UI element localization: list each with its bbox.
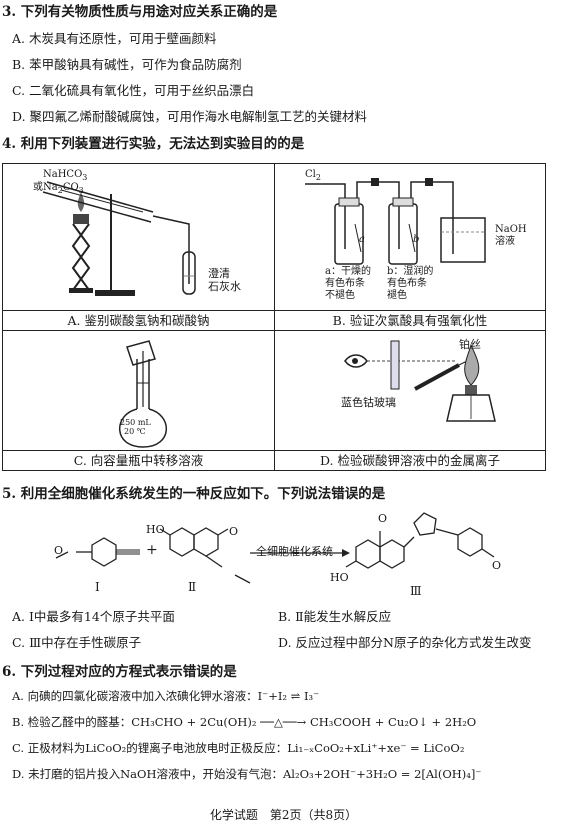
panel-b-caption: B. 验证次氯酸具有强氧化性 bbox=[275, 310, 545, 331]
label-compound-1: Ⅰ bbox=[95, 580, 100, 594]
note-b-3: 褪色 bbox=[387, 290, 407, 301]
r2-carbonyl-o: O bbox=[229, 525, 239, 538]
q3-option-b: B. 苯甲酸钠具有碱性，可作为食品防腐剂 bbox=[12, 57, 242, 72]
note-b-1: b：湿润的 bbox=[387, 266, 434, 277]
label-bottle-a: a bbox=[359, 234, 365, 245]
flask-label-temp: 20 ℃ bbox=[124, 427, 146, 436]
note-a-2: 有色布条 bbox=[325, 278, 365, 289]
panel-a: NaHCO3 或Na2CO3 澄清 石灰水 A. 鉴别碳酸氢钠和碳酸钠 bbox=[3, 164, 274, 330]
label-cl2: Cl2 bbox=[305, 169, 321, 182]
q6-option-d: D. 未打磨的铝片投入NaOH溶液中，开始没有气泡：Al₂O₃+2OH⁻+3H₂… bbox=[12, 767, 482, 781]
q5-option-d: D. 反应过程中部分N原子的杂化方式发生改变 bbox=[278, 635, 532, 650]
r1-methoxy-o: O bbox=[54, 544, 64, 557]
label-limewater-1: 澄清 bbox=[208, 267, 230, 280]
r2-hydroxy: HO bbox=[146, 523, 165, 536]
gas-bottles-drawing bbox=[305, 178, 486, 265]
label-na2co3: 或Na2CO3 bbox=[33, 182, 84, 195]
q4-stem: 4. 利用下列装置进行实验，无法达到实验目的的是 bbox=[2, 136, 305, 152]
label-bottle-b: b bbox=[413, 234, 420, 245]
panel-a-caption: A. 鉴别碳酸氢钠和碳酸钠 bbox=[3, 310, 274, 331]
q3-stem: 3. 下列有关物质性质与用途对应关系正确的是 bbox=[2, 4, 278, 20]
note-a-1: a：干燥的 bbox=[325, 266, 371, 277]
plus-sign: + bbox=[146, 542, 158, 558]
label-pt-wire: 铂丝 bbox=[459, 338, 481, 351]
panel-c: 250 mL 20 ℃ C. 向容量瓶中转移溶液 bbox=[3, 331, 274, 470]
label-compound-3: Ⅲ bbox=[410, 584, 422, 598]
flask-label-volume: 250 mL bbox=[120, 418, 151, 427]
note-a-3: 不褪色 bbox=[325, 290, 355, 301]
label-naoh-1: NaOH bbox=[495, 224, 527, 235]
label-limewater-2: 石灰水 bbox=[208, 280, 241, 293]
heating-apparatus-drawing bbox=[42, 181, 196, 296]
grid-divider-vertical bbox=[274, 164, 275, 470]
q5-option-a: A. Ⅰ中最多有14个原子共平面 bbox=[12, 609, 175, 624]
q6-stem: 6. 下列过程对应的方程式表示错误的是 bbox=[2, 664, 237, 680]
q6-option-c: C. 正极材料为LiCoO₂的锂离子电池放电时正极反应：Li₁₋ₓCoO₂+xL… bbox=[12, 741, 465, 755]
q5-option-c: C. Ⅲ中存在手性碳原子 bbox=[12, 635, 142, 650]
q3-option-a: A. 木炭具有还原性，可用于壁画颜料 bbox=[12, 31, 217, 46]
apparatus-grid: NaHCO3 或Na2CO3 澄清 石灰水 A. 鉴别碳酸氢钠和碳酸钠 bbox=[2, 163, 546, 471]
q3-option-d: D. 聚四氟乙烯耐酸碱腐蚀，可用作海水电解制氢工艺的关键材料 bbox=[12, 109, 368, 124]
flame-test-drawing bbox=[344, 340, 496, 422]
q6-option-a: A. 向碘的四氯化碳溶液中加入浓碘化钾水溶液：I⁻+I₂ ⇌ I₃⁻ bbox=[12, 689, 320, 703]
note-b-2: 有色布条 bbox=[387, 278, 427, 289]
q3-option-c: C. 二氧化硫具有氧化性，可用于丝织品漂白 bbox=[12, 83, 255, 98]
label-compound-2: Ⅱ bbox=[188, 580, 197, 594]
p-methoxy-o: O bbox=[492, 559, 502, 572]
p-hydroxy: HO bbox=[330, 571, 349, 584]
panel-c-caption: C. 向容量瓶中转移溶液 bbox=[3, 450, 274, 471]
label-nahco3: NaHCO3 bbox=[43, 169, 88, 182]
label-cobalt-glass: 蓝色钴玻璃 bbox=[341, 396, 396, 409]
label-naoh-2: 溶液 bbox=[495, 236, 515, 247]
q5-stem: 5. 利用全细胞催化系统发生的一种反应如下。下列说法错误的是 bbox=[2, 486, 386, 502]
p-carbonyl-o: O bbox=[378, 512, 388, 525]
q5-option-b: B. Ⅱ能发生水解反应 bbox=[278, 609, 392, 624]
panel-d-caption: D. 检验碳酸钾溶液中的金属离子 bbox=[275, 450, 545, 471]
grid-divider-horizontal bbox=[3, 330, 545, 331]
reaction-scheme bbox=[55, 512, 495, 584]
arrow-label: 全细胞催化系统 bbox=[256, 545, 333, 558]
page-footer: 化学试题 第2页（共8页） bbox=[209, 808, 358, 822]
panel-d: 铂丝 蓝色钴玻璃 D. 检验碳酸钾溶液中的金属离子 bbox=[275, 331, 545, 470]
panel-b: Cl2 NaOH 溶液 a b a：干燥的 有色布条 不褪色 b：湿润的 有色布… bbox=[275, 164, 545, 330]
q6-option-b: B. 检验乙醛中的醛基：CH₃CHO + 2Cu(OH)₂ ──△──→ CH₃… bbox=[12, 715, 477, 729]
volumetric-flask-drawing bbox=[119, 340, 167, 448]
